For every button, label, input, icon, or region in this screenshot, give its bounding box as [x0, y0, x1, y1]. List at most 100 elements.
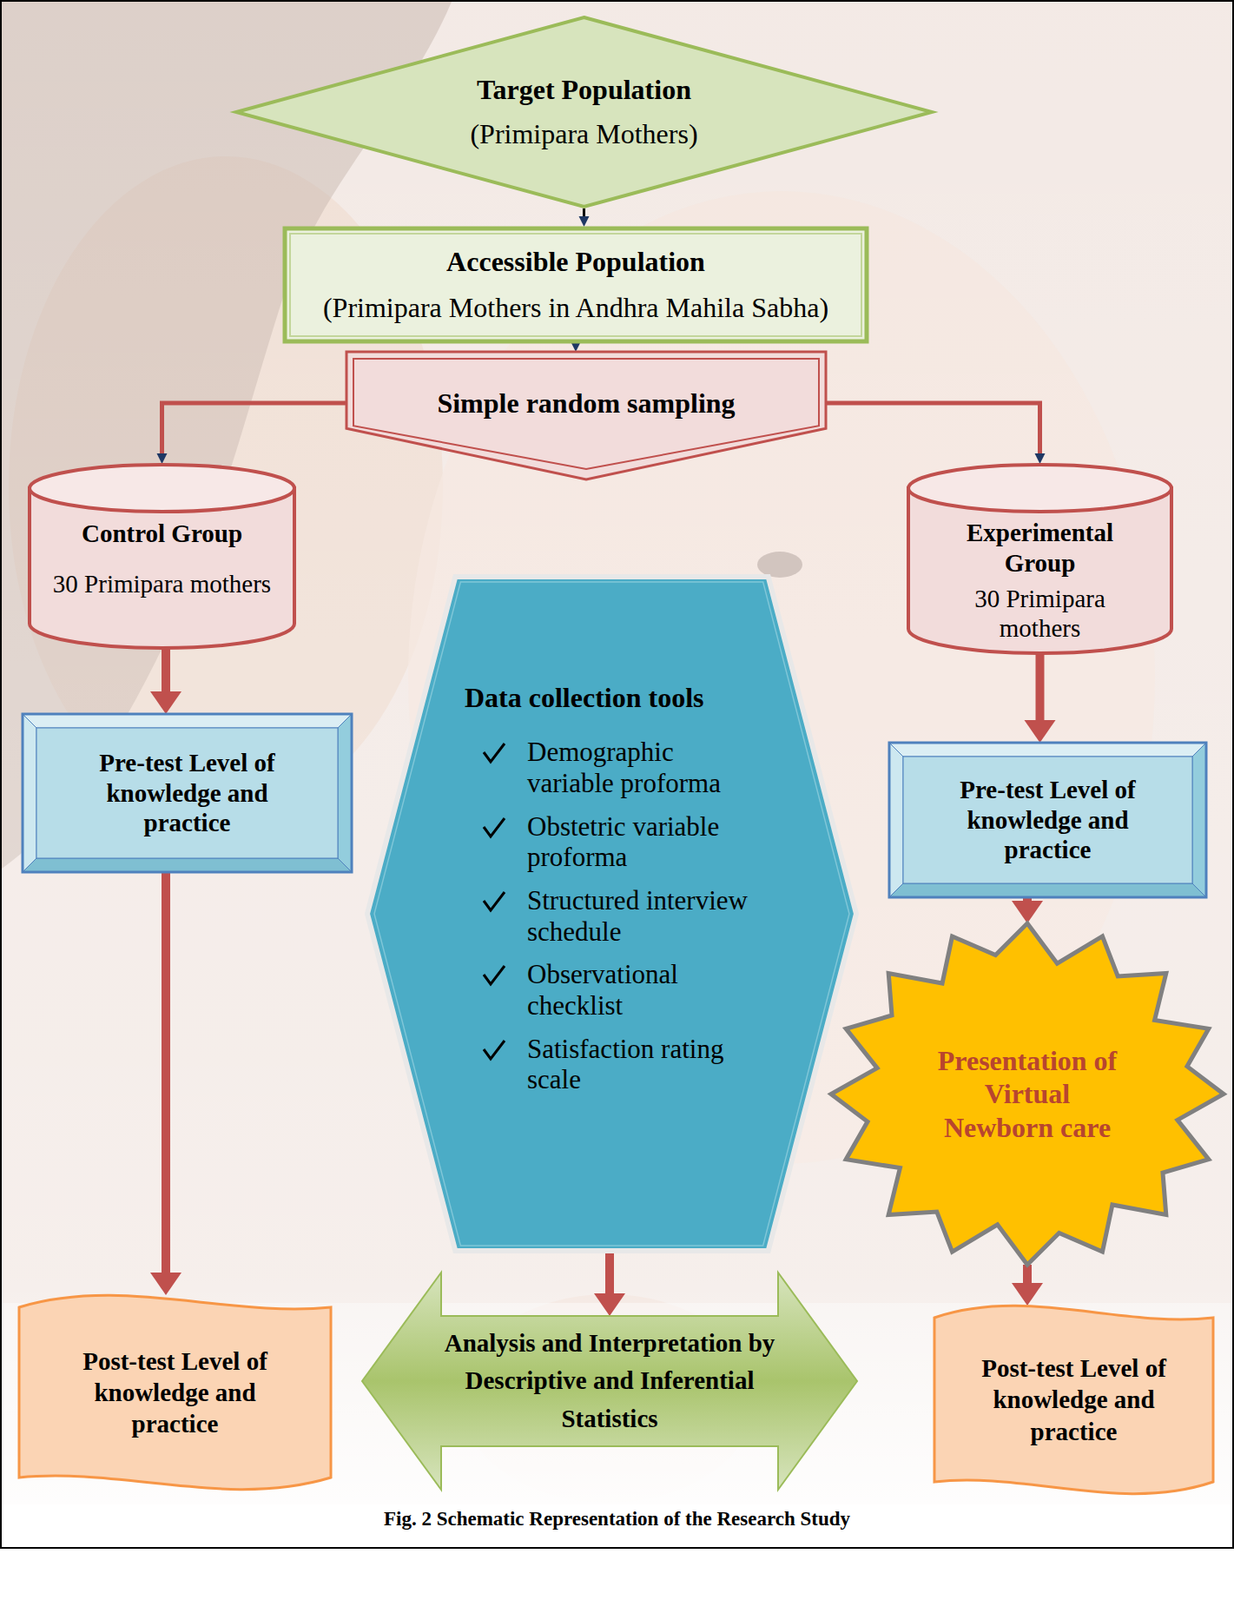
hexagon-outline — [367, 576, 857, 1251]
text-row: (Primipara Mothers) — [469, 112, 698, 157]
text-row: Obstetric variable proforma — [464, 811, 760, 873]
flow-arrow — [1024, 653, 1056, 743]
arrow-line — [605, 1250, 614, 1297]
node-text: Data collection tools — [464, 680, 705, 714]
arrow-head — [593, 1293, 626, 1316]
arrow-head — [1011, 900, 1043, 924]
photo-ground — [1, 1, 1233, 1505]
node-content: Post-test Level of knowledge and practic… — [61, 1345, 290, 1440]
box-outline — [284, 228, 867, 342]
flow-arrow — [579, 208, 590, 227]
group-cylinder: Control Group 30 Primipara mothers — [28, 463, 296, 648]
banner-outline — [19, 1294, 331, 1489]
text-row: Post-test Level of knowledge and practic… — [960, 1352, 1188, 1447]
text-row: Data collection tools — [464, 680, 705, 714]
check-mark-stroke — [483, 891, 505, 911]
flow-arrow — [150, 647, 182, 714]
text-row: Pre-test Level of knowledge and practice — [934, 774, 1162, 865]
node-content: Analysis and Interpretation by Descripti… — [423, 1324, 796, 1439]
check-mark-stroke — [483, 1040, 505, 1059]
node-content: Post-test Level of knowledge and practic… — [960, 1352, 1188, 1447]
text-row: (Primipara Mothers in Andhra Mahila Sabh… — [323, 284, 829, 331]
population-diamond: Target Population(Primipara Mothers) — [234, 15, 934, 209]
node-text: 30 Primipara mothers — [949, 583, 1132, 645]
pentagon-inner-line — [353, 358, 819, 469]
node-text: Experimental Group — [949, 517, 1132, 579]
arrow-head — [150, 1272, 182, 1295]
check-mark — [464, 739, 528, 766]
text-row: 30 Primipara mothers — [52, 567, 271, 601]
text-row: Control Group — [81, 517, 243, 551]
banner-outline — [934, 1305, 1214, 1493]
text-row: Accessible Population — [446, 238, 706, 285]
check-mark-stroke — [483, 818, 505, 837]
bevel-bottom — [22, 857, 352, 872]
pentagon-outline — [346, 351, 826, 480]
bevel-outline — [889, 742, 1207, 898]
text-row: Observational checklist — [464, 958, 760, 1021]
text-row: Target Population — [476, 67, 692, 113]
figure-caption: Fig. 2 Schematic Representation of the R… — [0, 1505, 1234, 1532]
check-mark — [464, 888, 528, 915]
caption-holder: Fig. 2 Schematic Representation of the R… — [0, 1505, 1234, 1532]
shape-outline — [234, 15, 934, 209]
node-content: Simple random sampling — [369, 386, 804, 420]
posttest-banner: Post-test Level of knowledge and practic… — [18, 1294, 332, 1490]
bevel-bottom — [889, 883, 1207, 898]
arrow-head — [150, 691, 182, 714]
text-row: Demographic variable proforma — [464, 736, 760, 799]
double-arrow-outline — [362, 1272, 858, 1490]
text-row: Experimental Group — [949, 517, 1132, 579]
bevel-right — [1192, 742, 1207, 898]
node-content: Target Population(Primipara Mothers) — [384, 67, 785, 157]
bevel-ground — [889, 742, 1207, 898]
node-content: Experimental Group30 Primipara mothers — [949, 517, 1132, 644]
text-row: Structured interview schedule — [464, 884, 760, 947]
check-mark-stroke — [483, 743, 505, 762]
check-mark-stroke — [483, 965, 505, 984]
box-inner-line — [290, 233, 862, 337]
intervention-starburst: Presentation of Virtual Newborn care — [831, 923, 1224, 1265]
arrow-head — [157, 453, 168, 464]
node-text: Post-test Level of knowledge and practic… — [960, 1352, 1188, 1447]
check-mark — [464, 1036, 528, 1063]
flow-arrow — [157, 402, 348, 464]
bevel-left — [22, 713, 37, 872]
node-content: Pre-test Level of knowledge and practice — [73, 747, 302, 839]
arrow-head — [1035, 453, 1046, 464]
node-text: (Primipara Mothers) — [469, 112, 698, 157]
arrow-line — [1036, 653, 1045, 724]
flow-arrow — [150, 871, 182, 1295]
node-content: Pre-test Level of knowledge and practice — [934, 774, 1162, 865]
arrow-line — [162, 402, 348, 456]
flow-arrow — [1011, 897, 1043, 924]
node-text: Pre-test Level of knowledge and practice — [73, 747, 302, 839]
group-cylinder: Experimental Group30 Primipara mothers — [907, 463, 1173, 654]
list-item: Observational checklist — [527, 958, 760, 1021]
check-mark — [464, 962, 528, 989]
node-text: Pre-test Level of knowledge and practice — [934, 774, 1162, 865]
arrow-line — [161, 647, 171, 695]
arrow-head — [1011, 1282, 1043, 1306]
bevel-left — [889, 742, 904, 898]
bevel-outline — [22, 713, 352, 872]
text-row: Presentation of Virtual Newborn care — [936, 1043, 1119, 1144]
sampling-box: Simple random sampling — [346, 351, 826, 480]
list-item: Obstetric variable proforma — [527, 811, 760, 873]
photo-fade — [1, 1, 1233, 1505]
starburst-outline — [831, 923, 1224, 1265]
cylinder-top — [29, 464, 295, 512]
node-text: Simple random sampling — [436, 386, 735, 420]
node-text: (Primipara Mothers in Andhra Mahila Sabh… — [323, 284, 829, 331]
flow-arrow — [825, 402, 1046, 464]
tools-hexagon: Data collection toolsDemographic variabl… — [367, 576, 857, 1251]
arrow-head — [579, 216, 590, 227]
node-text: Presentation of Virtual Newborn care — [936, 1043, 1119, 1144]
arrow-line — [161, 871, 171, 1276]
list-item: Structured interview schedule — [527, 884, 760, 947]
flow-arrow — [593, 1250, 626, 1316]
bevel-face — [903, 756, 1193, 884]
text-row: Post-test Level of knowledge and practic… — [61, 1345, 290, 1440]
